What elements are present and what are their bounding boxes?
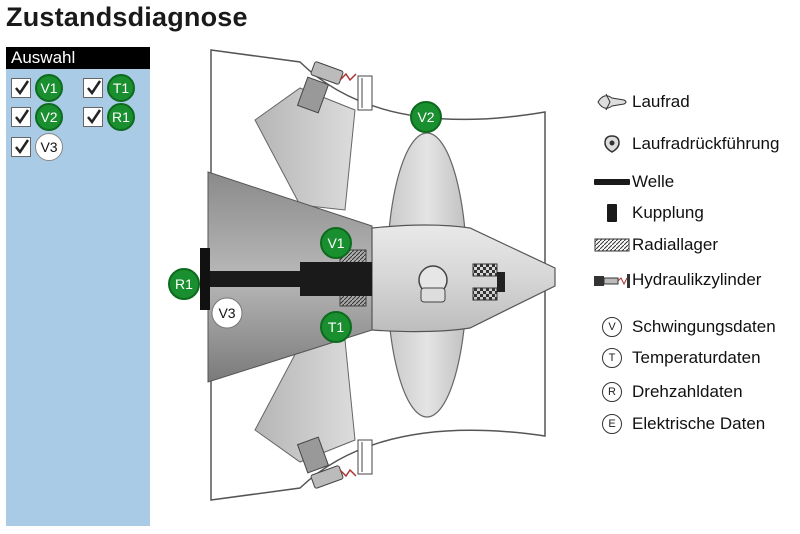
svg-text:T1: T1 [328, 319, 345, 335]
legend-runner: Laufrad [592, 90, 690, 114]
marker-v3[interactable]: V3 [211, 297, 243, 329]
page-title: Zustandsdiagnose [6, 2, 248, 32]
svg-text:V2: V2 [417, 109, 434, 125]
select-v3[interactable]: V3 [11, 133, 63, 161]
guide-vane-upper [254, 87, 356, 211]
checkbox-t1[interactable] [83, 78, 103, 98]
legend-temperature: T Temperaturdaten [592, 346, 761, 370]
coupling [200, 248, 210, 310]
selection-panel-header: Auswahl [6, 47, 150, 69]
legend-coupling: Kupplung [592, 201, 704, 225]
hydraulic-cylinder-lower [296, 436, 373, 489]
nose-bearing-upper [472, 263, 498, 277]
legend-radial-bearing: Radiallager [592, 233, 718, 257]
legend-vibration: V Schwingungsdaten [592, 315, 776, 339]
svg-text:R1: R1 [175, 276, 193, 292]
sensor-badge-v2: V2 [35, 103, 63, 131]
electrical-symbol-icon: E [602, 414, 622, 434]
legend-runner-return: Laufradrückführung [592, 132, 779, 156]
sensor-badge-r1: R1 [107, 103, 135, 131]
hub-body [371, 224, 556, 333]
legend-hydraulic-cylinder: Hydraulikzylinder [592, 268, 761, 292]
marker-r1[interactable]: R1 [168, 268, 200, 300]
checkmark-icon [15, 80, 30, 96]
checkbox-r1[interactable] [83, 107, 103, 127]
marker-t1[interactable]: T1 [320, 311, 352, 343]
shaft-collar [300, 262, 372, 296]
select-v2[interactable]: V2 [11, 103, 63, 131]
checkmark-icon [15, 139, 30, 155]
legend-shaft: Welle [592, 170, 674, 194]
marker-v1[interactable]: V1 [320, 227, 352, 259]
marker-v2[interactable]: V2 [410, 101, 442, 133]
checkbox-v3[interactable] [11, 137, 31, 157]
svg-text:V3: V3 [218, 305, 235, 321]
checkmark-icon [15, 109, 30, 125]
checkbox-v2[interactable] [11, 107, 31, 127]
checkmark-icon [87, 109, 102, 125]
temperature-symbol-icon: T [602, 348, 622, 368]
guide-vane-lower [254, 339, 356, 463]
hydraulic-cylinder-upper [296, 61, 373, 114]
speed-symbol-icon: R [602, 382, 622, 402]
runner-return-icon [592, 132, 632, 156]
sensor-badge-v1: V1 [35, 74, 63, 102]
hydraulic-cylinder-icon [592, 268, 632, 292]
checkmark-icon [87, 80, 102, 96]
runner-icon [592, 90, 632, 114]
sensor-badge-t1: T1 [107, 74, 135, 102]
legend-electrical: E Elektrische Daten [592, 412, 765, 436]
select-v1[interactable]: V1 [11, 74, 63, 102]
radial-bearing-icon [592, 233, 632, 257]
shaft-icon [592, 170, 632, 194]
turbine-diagram: V2 V1 R1 V3 T1 [168, 49, 556, 501]
coupling-icon [592, 201, 632, 225]
select-t1[interactable]: T1 [83, 74, 135, 102]
checkbox-v1[interactable] [11, 78, 31, 98]
select-r1[interactable]: R1 [83, 103, 135, 131]
vibration-symbol-icon: V [602, 317, 622, 337]
legend-speed: R Drehzahldaten [592, 380, 743, 404]
svg-text:V1: V1 [327, 235, 344, 251]
nose-bearing-lower [472, 287, 498, 301]
selection-panel: Auswahl V1 T1 V2 R1 V3 [6, 47, 150, 526]
sensor-badge-v3: V3 [35, 133, 63, 161]
